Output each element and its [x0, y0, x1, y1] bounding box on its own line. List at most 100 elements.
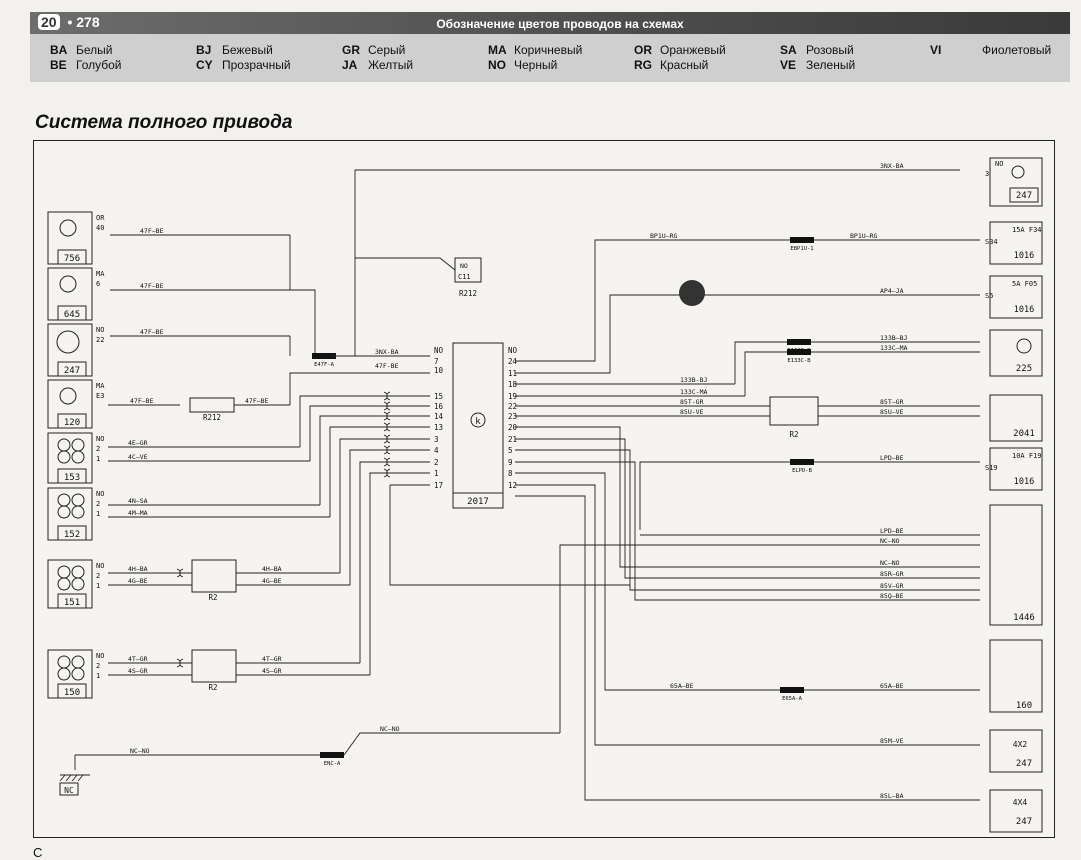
left-pin-label: MA: [96, 382, 105, 390]
left-pin-label: 1: [96, 455, 100, 463]
left-pin-label: E3: [96, 392, 104, 400]
connector-r2: [769, 396, 819, 426]
ecu-symbol-glyph: k: [475, 417, 481, 427]
splice-enc-a: [320, 752, 344, 758]
lamp-icon: [1011, 165, 1025, 179]
splice-label: E47F-A: [314, 362, 335, 368]
wire-label: 85T—GR: [880, 398, 904, 406]
left-pin-label: MA: [96, 270, 105, 278]
ecu-right-pin: 19: [508, 392, 517, 401]
legend-color-name: Зеленый: [806, 58, 856, 72]
splice-ebp1u-1: [790, 237, 814, 243]
ecu-left-pin: 4: [434, 446, 439, 455]
ground-hatch: [65, 774, 72, 782]
component-id: 247: [1016, 759, 1032, 769]
header-title: Обозначение цветов проводов на схемах: [436, 17, 684, 31]
ecu-left-pin: 15: [434, 392, 443, 401]
wire-label-3nx: 3NX-BA: [375, 348, 399, 356]
wire-label: BP1U—RG: [850, 232, 877, 240]
pin-label: C11: [458, 273, 471, 281]
ecu-right-pin: 21: [508, 435, 517, 444]
component-id: 153: [64, 473, 80, 483]
left-pin-label: NO: [96, 490, 104, 498]
wire: [515, 449, 980, 591]
wire: [289, 372, 430, 405]
relay-coil-icon: [57, 450, 71, 464]
wire-label: 47F—BE: [140, 227, 164, 235]
ground-hatch: [59, 774, 66, 782]
wire-label: 4G—BE: [128, 577, 148, 585]
wire-label: NC—NO: [130, 747, 150, 755]
splice-label: E65A-A: [782, 696, 803, 702]
wire: [389, 485, 630, 586]
page-number: 20 • 278: [38, 14, 100, 30]
wire: [559, 544, 980, 733]
wire: [349, 449, 430, 585]
wire-label: 4E—GR: [128, 439, 148, 447]
ecu-left-pin: NO: [434, 346, 444, 355]
connector-id: R2: [789, 430, 798, 439]
legend-color-name: Оранжевый: [660, 43, 726, 57]
wire-label: 3NX-BA: [880, 162, 904, 170]
relay-coil-icon: [57, 655, 71, 669]
pin-label: S34: [985, 238, 998, 246]
ground-label-box: [59, 782, 79, 796]
component-id: 151: [64, 598, 80, 608]
wire: [515, 426, 980, 568]
fuse-label: 5A F05: [1012, 280, 1037, 288]
wire: [639, 461, 790, 530]
legend-code: NO: [488, 58, 506, 72]
ecu-left-pin: 7: [434, 357, 439, 366]
legend-color-name: Серый: [368, 43, 406, 57]
wire-label: 4M—MA: [128, 509, 148, 517]
wire-label: 65A—BE: [670, 682, 694, 690]
wire: [515, 294, 980, 374]
component-id-box: [57, 249, 87, 265]
gauge-icon: [59, 387, 77, 405]
component-id: 120: [64, 418, 80, 428]
wire: [329, 426, 430, 517]
ecu-id-label: 2017: [467, 497, 489, 507]
component-id: 2041: [1013, 429, 1035, 439]
connector-r212-c5: [189, 397, 235, 413]
page-separator: •: [67, 14, 73, 30]
wire: [515, 438, 980, 579]
splice-e65a-a: [780, 687, 804, 693]
right-component-1446: [989, 504, 1043, 626]
wire-label: LPD—BE: [880, 527, 904, 535]
legend-code: OR: [634, 43, 652, 57]
gauge-icon: [59, 275, 77, 293]
wire: [319, 415, 430, 505]
wire-label: 4G—BE: [262, 577, 282, 585]
right-component-247-4x2: [989, 729, 1043, 773]
wire-label: 85U-VE: [680, 408, 704, 416]
left-pin-label: 22: [96, 336, 104, 344]
wire: [355, 257, 456, 271]
legend-color-name: Красный: [660, 58, 709, 72]
component-id: 1016: [1014, 305, 1034, 315]
legend-code: BJ: [196, 43, 212, 57]
wire-label: 47F—BE: [130, 397, 154, 405]
component-id-box: [57, 305, 87, 321]
twisted-pair-marker: [383, 422, 391, 432]
wire-label: 47F—BE: [140, 282, 164, 290]
ecu-icon: [1016, 338, 1032, 354]
wire-label: 133B—BJ: [880, 334, 907, 342]
legend-code: RG: [634, 58, 652, 72]
ecu-left-pin: 16: [434, 402, 444, 411]
relay-coil-icon: [71, 493, 85, 507]
ecu-right-pin: 18: [508, 380, 518, 389]
twisted-pair-marker: [383, 391, 391, 401]
wire: [343, 732, 560, 756]
left-pin-label: OR: [96, 214, 105, 222]
ecu-left-pin: 2: [434, 458, 439, 467]
wire-label: NC—NO: [880, 537, 900, 545]
ground-hatch: [77, 774, 84, 782]
ecu-symbol-icon: [470, 412, 486, 428]
legend-color-name: Голубой: [76, 58, 122, 72]
switch-label: 4X2: [1013, 740, 1028, 749]
